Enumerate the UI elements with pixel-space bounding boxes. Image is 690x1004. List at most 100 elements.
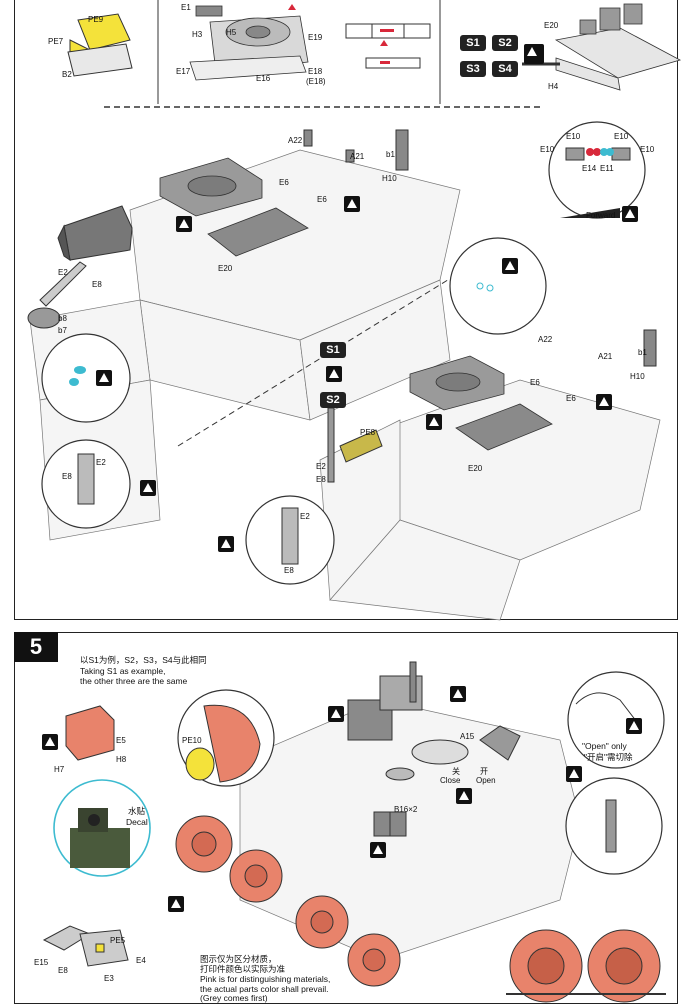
label-pe5: PE5	[110, 936, 126, 945]
label-e10-c: E10	[540, 145, 555, 154]
cut-icon-bottom	[456, 788, 472, 804]
badge-s1-top: S1	[460, 35, 486, 51]
label-a21: A21	[350, 152, 365, 161]
label-e2-zoom-left: E2	[96, 458, 106, 467]
badge-s2-top: S2	[492, 35, 518, 51]
label-e2-2: E2	[316, 462, 326, 471]
turret-plate-grey	[159, 157, 263, 217]
label-b2: B2	[62, 70, 72, 79]
note-en-1: Taking S1 as example,	[80, 666, 166, 676]
glue-icon-inset	[502, 258, 518, 274]
turret-hatch-grey	[207, 207, 309, 257]
label-e18: E18	[308, 67, 323, 76]
note-en-2: the other three are the same	[80, 676, 188, 686]
label-e14: E14	[582, 164, 597, 173]
label-e15: E15	[34, 958, 49, 967]
label-e18-paren: (E18)	[306, 77, 326, 86]
inset-parts	[565, 147, 631, 161]
wheels	[175, 815, 661, 1003]
label-pe8: PE8	[360, 428, 376, 437]
label-e2-mid: E2	[58, 268, 68, 277]
badge-s2-mid: S2	[320, 392, 346, 408]
label-e10-a: E10	[566, 132, 581, 141]
label-h10: H10	[382, 174, 397, 183]
label-close-cn: 关	[452, 767, 460, 776]
pink-box-part	[65, 705, 115, 761]
label-pe9: PE9	[88, 15, 104, 24]
label-e6-b: E6	[317, 195, 327, 204]
label-forward: Forward	[586, 211, 616, 220]
label-e8-mid: E8	[92, 280, 102, 289]
label-a22: A22	[288, 136, 303, 145]
pink-note-en-3: (Grey comes first)	[200, 993, 268, 1003]
label-e1: E1	[181, 3, 191, 12]
open-only-cn: "开启"需切除	[584, 752, 633, 762]
label-e3: E3	[104, 974, 114, 983]
label-close-en: Close	[440, 776, 461, 785]
badge-s3-top: S3	[460, 61, 486, 77]
label-e6-a: E6	[279, 178, 289, 187]
glue-icon-open	[626, 718, 642, 734]
warning-icon-forward	[622, 206, 638, 222]
open-only-en: "Open" only	[582, 741, 627, 751]
warning-icon-wheels	[168, 896, 184, 912]
inset-circle-left	[41, 333, 131, 423]
label-e20-2: E20	[468, 464, 483, 473]
inset-circle-top-right	[449, 237, 547, 335]
warning-icon-2	[596, 394, 612, 410]
storage-box	[57, 205, 133, 262]
label-open-cn: 开	[480, 767, 488, 776]
warning-icon-zoom-right	[218, 536, 234, 552]
label-h3: H3	[192, 30, 203, 39]
warning-icon	[344, 196, 360, 212]
label-h7: H7	[54, 765, 65, 774]
label-open-en: Open	[476, 776, 496, 785]
no-glue-icon	[176, 216, 192, 232]
warning-icon-zoom-left	[140, 480, 156, 496]
label-a21-2: A21	[598, 352, 613, 361]
label-h10-2: H10	[630, 372, 645, 381]
turret-plate-grey-2	[409, 355, 505, 411]
label-h5: H5	[226, 28, 237, 37]
label-e16: E16	[256, 74, 271, 83]
label-e8-zoom-right: E8	[284, 566, 294, 575]
label-b7: b7	[58, 326, 67, 335]
glue-icon-left	[96, 370, 112, 386]
cut-icon	[524, 44, 544, 64]
label-b16: B16×2	[394, 805, 418, 814]
label-e11: E11	[600, 164, 614, 173]
pe9-pe7-part	[67, 13, 133, 77]
note-cn: 以S1为例，S2，S3，S4与此相同	[80, 655, 207, 665]
decal-cn: 水贴	[128, 806, 146, 816]
cut-icon-mid	[326, 366, 342, 382]
label-e10-d: E10	[640, 145, 655, 154]
label-a22-2: A22	[538, 335, 553, 344]
no-glue-icon-bottom	[42, 734, 58, 750]
hull-second	[319, 379, 661, 621]
label-e8-zoom-left: E8	[62, 472, 72, 481]
label-e19: E19	[308, 33, 323, 42]
pink-note-en-2: the actual parts color shall prevail.	[200, 984, 329, 994]
step-5-frame	[14, 632, 678, 1004]
label-e8-bottom: E8	[58, 966, 68, 975]
top-section-frame	[14, 0, 678, 620]
no-glue-icon-turret-left	[328, 706, 344, 722]
badge-s1-mid: S1	[320, 342, 346, 358]
crane-arm	[27, 261, 87, 329]
label-pe10: PE10	[182, 736, 202, 745]
label-e10-b: E10	[614, 132, 629, 141]
no-glue-icon-2	[426, 414, 442, 430]
label-a15: A15	[460, 732, 475, 741]
turret-ring-assembly	[189, 5, 309, 81]
label-b8: b8	[58, 314, 67, 323]
pink-note-cn-2: 打印件颜色以实际为准	[200, 964, 286, 974]
label-pe7: PE7	[48, 37, 64, 46]
label-e20-top: E20	[544, 21, 559, 30]
label-h8: H8	[116, 755, 127, 764]
pink-note-en-1: Pink is for distinguishing materials,	[200, 974, 331, 984]
turret-hatch-grey-2	[455, 403, 553, 451]
step-number: 5	[14, 632, 58, 662]
e15-pe5-assembly	[42, 925, 129, 967]
warning-icon-open	[566, 766, 582, 782]
